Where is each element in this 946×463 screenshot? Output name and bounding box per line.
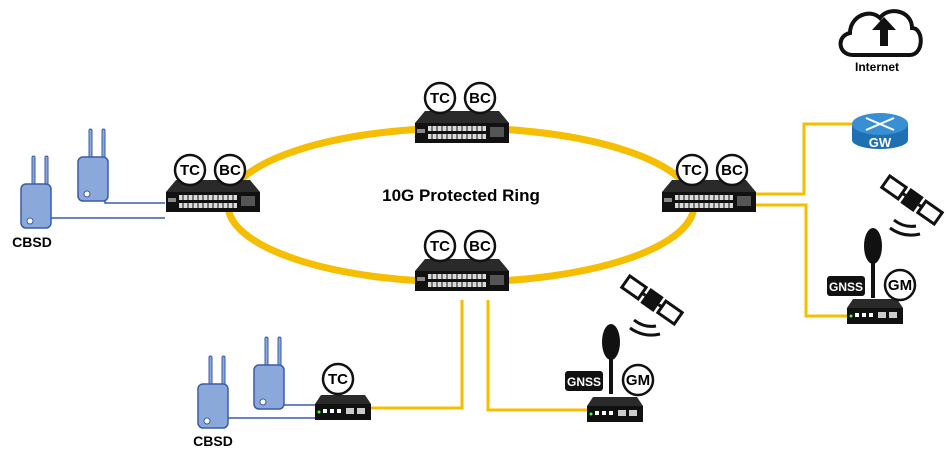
link-right-to-gm [752,203,848,318]
badge-left-bc: BC [213,153,247,187]
satellite-bottom-icon [619,272,685,337]
switch-top [414,110,510,144]
svg-text:TC: TC [430,90,450,107]
gnss-right-badge: GNSS [827,276,865,296]
gnss-antenna-bottom-icon [600,322,622,396]
svg-text:BC: BC [219,162,241,179]
svg-text:GNSS: GNSS [829,280,863,294]
yellow-links [362,122,852,412]
badge-top-tc: TC [423,81,457,115]
badge-right-gm: GM [883,268,917,302]
badge-center-tc: TC [423,229,457,263]
switch-center [414,258,510,292]
badge-center-bc: BC [463,229,497,263]
cbsd-bottom-label: CBSD [193,433,233,449]
cloud-icon [838,9,923,57]
switch-right [661,179,757,213]
svg-text:BC: BC [469,238,491,255]
switch-bottom-gm [587,397,643,422]
svg-text:TC: TC [328,371,348,388]
satellite-right-icon [879,172,945,237]
badge-top-bc: BC [463,81,497,115]
badge-bottom-gm: GM [621,363,655,397]
badge-bottom-tc: TC [321,362,355,396]
svg-text:TC: TC [682,162,702,179]
link-cbsd-left-a [104,193,165,204]
gnss-bottom-badge: GNSS [565,371,603,391]
cbsd-left-label: CBSD [12,234,52,250]
badge-right-bc: BC [715,153,749,187]
link-cbsd-left-b [42,217,165,220]
internet-label: Internet [855,60,899,74]
svg-text:TC: TC [180,162,200,179]
gw-label: GW [869,135,892,150]
cbsd-left-b-icon [77,128,109,202]
cbsd-left-a-icon [20,155,52,229]
svg-text:GNSS: GNSS [567,375,601,389]
badge-left-tc: TC [173,153,207,187]
badge-right-tc: TC [675,153,709,187]
switch-bottom-left [315,395,371,420]
gnss-antenna-right-icon [862,226,884,300]
link-center-to-bottom-gm [486,300,588,412]
svg-text:TC: TC [430,238,450,255]
cbsd-bottom-b-icon [253,336,285,410]
protected-ring [224,124,698,286]
ring-label: 10G Protected Ring [382,186,540,205]
switch-left [165,179,261,213]
link-center-to-bottom-tc [362,300,464,410]
gateway-router-icon [852,113,908,149]
svg-text:BC: BC [469,90,491,107]
cbsd-bottom-a-icon [197,355,229,429]
link-cbsd-bottom-b [218,417,316,420]
link-right-to-gw [752,122,852,196]
svg-text:GM: GM [888,277,912,294]
svg-text:GM: GM [626,372,650,389]
svg-text:BC: BC [721,162,743,179]
switch-right-gm [847,299,903,324]
